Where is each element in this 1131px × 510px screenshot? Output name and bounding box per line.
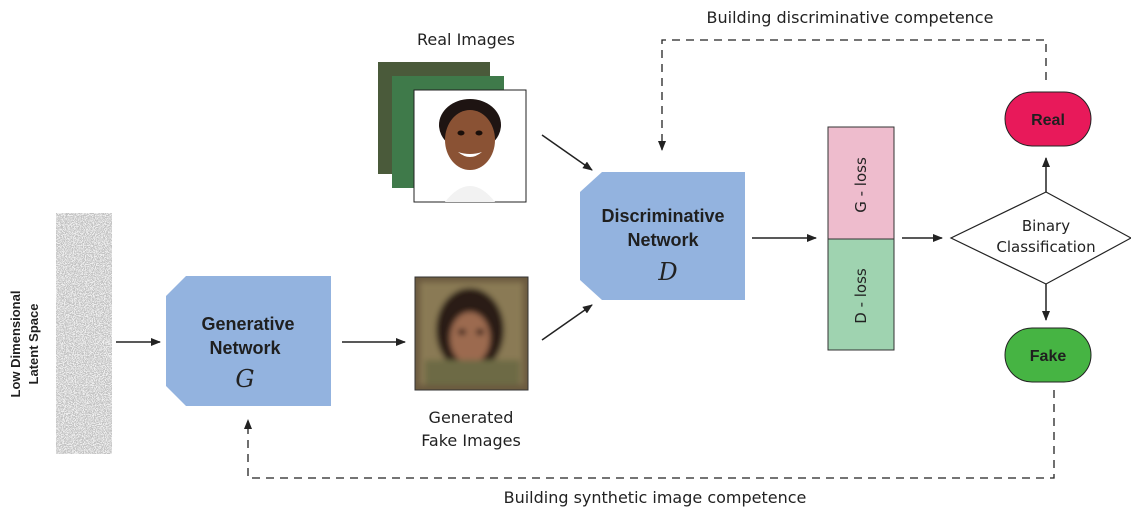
latent-space-label-line1: Low Dimensional [8, 291, 23, 398]
d-loss-box [827, 238, 895, 351]
d-loss-label: D - loss [852, 268, 870, 324]
discriminative-network-block [580, 172, 745, 300]
fake-images-caption-line1: Generated [429, 408, 514, 427]
feedback-discriminative-path [658, 39, 1047, 151]
discriminator-symbol: D [657, 258, 677, 286]
bottom-caption: Building synthetic image competence [504, 488, 807, 507]
real-output-label: Real [1031, 112, 1065, 129]
generative-network-label-line1: Generative [201, 314, 294, 334]
real-output-pill [1004, 91, 1092, 147]
arrow-fake-to-discriminator [541, 304, 593, 341]
generator-symbol: G [235, 365, 254, 393]
discriminative-network-label-line2: Network [627, 230, 699, 250]
fake-output-label: Fake [1030, 348, 1067, 365]
generative-network-block [166, 276, 331, 406]
real-images-caption: Real Images [417, 30, 515, 49]
fake-images-caption-line2: Fake Images [421, 431, 521, 450]
top-caption: Building discriminative competence [707, 8, 994, 27]
generative-network-label-line2: Network [209, 338, 281, 358]
discriminative-network-label-line1: Discriminative [601, 206, 724, 226]
latent-space-label-line2: Latent Space [26, 304, 41, 385]
fake-output-pill [1004, 327, 1092, 383]
classifier-label-line1: Binary [1022, 217, 1070, 235]
g-loss-box [827, 126, 895, 240]
g-loss-label: G - loss [852, 157, 870, 213]
classifier-label-line2: Classification [996, 238, 1095, 256]
real-images-stack [378, 62, 527, 203]
generated-fake-image [414, 276, 529, 391]
latent-space-noise [56, 213, 112, 454]
feedback-synthetic-path [244, 390, 1055, 479]
arrow-real-to-discriminator [541, 134, 593, 171]
